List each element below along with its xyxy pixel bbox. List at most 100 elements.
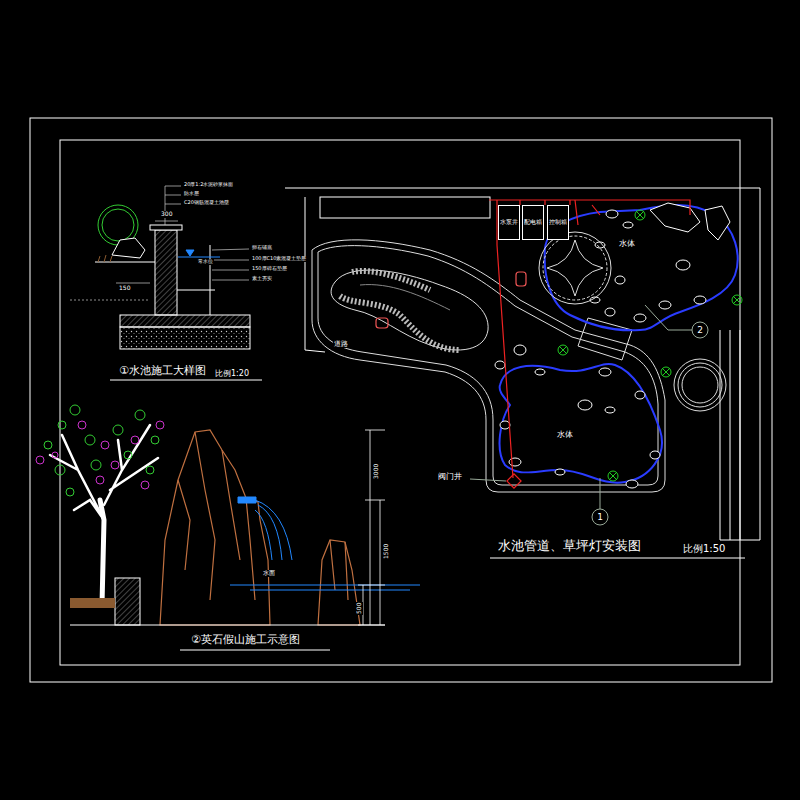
rock-stones	[650, 203, 700, 232]
water-pipe	[516, 272, 526, 286]
tree-foliage	[141, 481, 149, 489]
leader-line	[70, 300, 150, 301]
scale-note: 比例1:50	[682, 543, 726, 555]
box-label: 控制箱	[549, 219, 567, 226]
lawn-lamp	[635, 210, 645, 220]
material-note: 100厚C10素混凝土垫层	[251, 256, 307, 262]
lawn-lamp	[559, 346, 567, 354]
dimension-line	[363, 430, 380, 625]
scale-note: 比例1:20	[214, 369, 250, 378]
material-note: 常水位	[197, 259, 214, 265]
dimension-line	[358, 430, 385, 625]
pond-wall	[120, 327, 250, 349]
tree-foliage	[111, 461, 119, 469]
lawn-lamp	[732, 295, 742, 305]
tree-foliage	[131, 436, 139, 444]
tree-foliage	[52, 452, 58, 458]
pond-wall	[150, 225, 182, 230]
rock-elevation	[330, 540, 348, 600]
pond-wall	[177, 245, 215, 315]
tree-foliage	[78, 421, 86, 429]
tree-foliage	[36, 405, 164, 496]
lake-left	[331, 270, 488, 350]
equipment-box: 配电箱	[522, 205, 544, 240]
dimension: 300	[160, 211, 173, 218]
water-surface	[230, 497, 420, 590]
title-underline	[490, 558, 745, 559]
rock-stones	[535, 369, 545, 375]
water-pipe	[376, 200, 690, 488]
material-note: 20厚1:2水泥砂浆抹面	[183, 182, 234, 188]
rock-stones	[605, 308, 615, 316]
equipment-box: 控制箱	[547, 205, 569, 240]
callout-leader	[645, 305, 692, 330]
material-note: C20钢筋混凝土池壁	[183, 200, 230, 206]
title-underline	[180, 650, 330, 651]
road-outline	[312, 240, 665, 492]
callout-number: 2	[696, 325, 704, 335]
equipment-box: 水泵井	[498, 205, 520, 240]
rock-stones	[615, 276, 625, 284]
water-surface	[238, 497, 256, 503]
tree-foliage	[85, 435, 95, 445]
callout-leader	[470, 479, 506, 481]
rock-elevation	[178, 432, 255, 600]
ground-line	[115, 578, 140, 625]
pavilion	[539, 232, 611, 304]
tree	[50, 425, 158, 605]
lawn-lamp	[558, 210, 742, 481]
lake-left	[340, 271, 460, 350]
sheet-frame	[30, 118, 772, 682]
dimension: 3000	[373, 463, 380, 480]
pond-outline	[500, 205, 738, 483]
rock-elevation	[160, 430, 360, 625]
rock-stones	[623, 222, 633, 228]
drawing-title: ①水池施工大样图	[118, 365, 207, 378]
rock-stones	[599, 368, 611, 376]
section-plant	[95, 205, 155, 262]
rock-stones	[676, 260, 690, 270]
dimension: 1500	[383, 543, 390, 560]
dimension-line	[358, 430, 385, 625]
rock-stones	[659, 301, 671, 309]
drawing-title: 水池管道、草坪灯安装图	[497, 539, 642, 554]
road-outline	[318, 246, 658, 485]
callout-number: 1	[596, 512, 604, 522]
tree-foliage	[36, 456, 44, 464]
leader-line	[165, 186, 181, 225]
lawn-lamp	[609, 472, 617, 480]
tree-foliage	[156, 421, 164, 429]
pond-wall	[155, 230, 177, 315]
title-underline	[110, 380, 262, 381]
tree-foliage	[70, 405, 80, 415]
leader-line	[116, 283, 150, 284]
water-pipe	[376, 318, 388, 328]
lawn-lamp	[733, 296, 741, 304]
road-outline	[312, 240, 665, 492]
water-surface	[255, 500, 292, 560]
material-note: 素土夯实	[251, 276, 273, 282]
rock-stones	[495, 361, 505, 369]
rock-stones	[606, 210, 618, 218]
rock-stones	[595, 242, 605, 248]
box-label: 配电箱	[524, 219, 542, 226]
material-note: 150厚碎石垫层	[251, 266, 288, 272]
tree-foliage	[96, 476, 104, 484]
rock-stones	[555, 469, 565, 475]
pond-wall	[120, 315, 250, 327]
tree-foliage	[135, 410, 145, 420]
pond-outline	[500, 364, 662, 483]
area-label: 水体	[618, 239, 636, 248]
rock-elevation	[160, 430, 270, 625]
tree	[50, 425, 158, 520]
rock-stones	[605, 407, 615, 413]
ground-line	[70, 578, 385, 625]
lawn-lamp	[558, 345, 568, 355]
section-plant	[98, 255, 112, 262]
sheet-frame	[60, 140, 740, 665]
rock-stones	[500, 421, 510, 429]
